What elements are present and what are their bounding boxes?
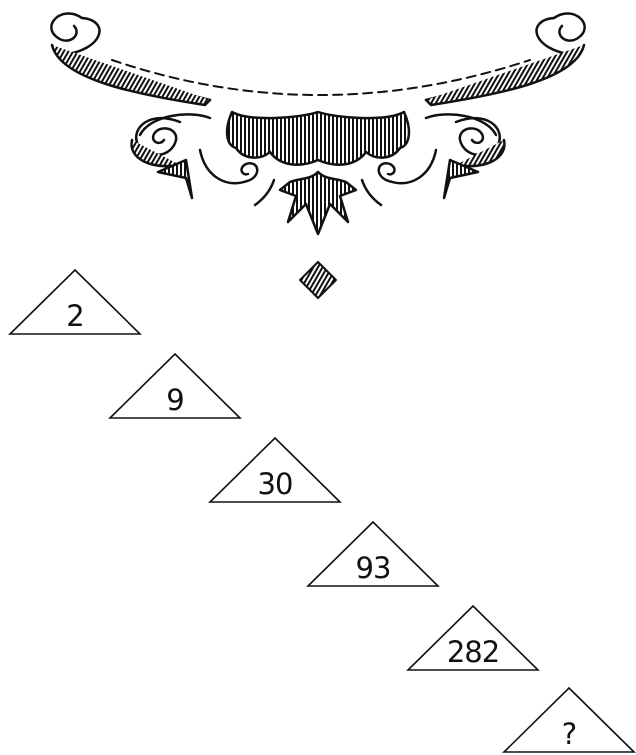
sequence-unknown-value: ? xyxy=(502,716,636,752)
sequence-triangle: 282 xyxy=(406,604,540,672)
sequence-triangle-unknown: ? xyxy=(502,686,636,754)
sequence-value: 93 xyxy=(306,550,440,586)
sequence-value: 30 xyxy=(208,466,342,502)
sequence-value: 2 xyxy=(8,298,142,334)
sequence-triangle: 93 xyxy=(306,520,440,588)
sequence-triangle: 30 xyxy=(208,436,342,504)
sequence-value: 9 xyxy=(108,382,242,418)
sequence-triangle: 2 xyxy=(8,268,142,336)
decorative-ornament xyxy=(0,0,636,300)
sequence-triangle: 9 xyxy=(108,352,242,420)
sequence-value: 282 xyxy=(406,634,540,670)
